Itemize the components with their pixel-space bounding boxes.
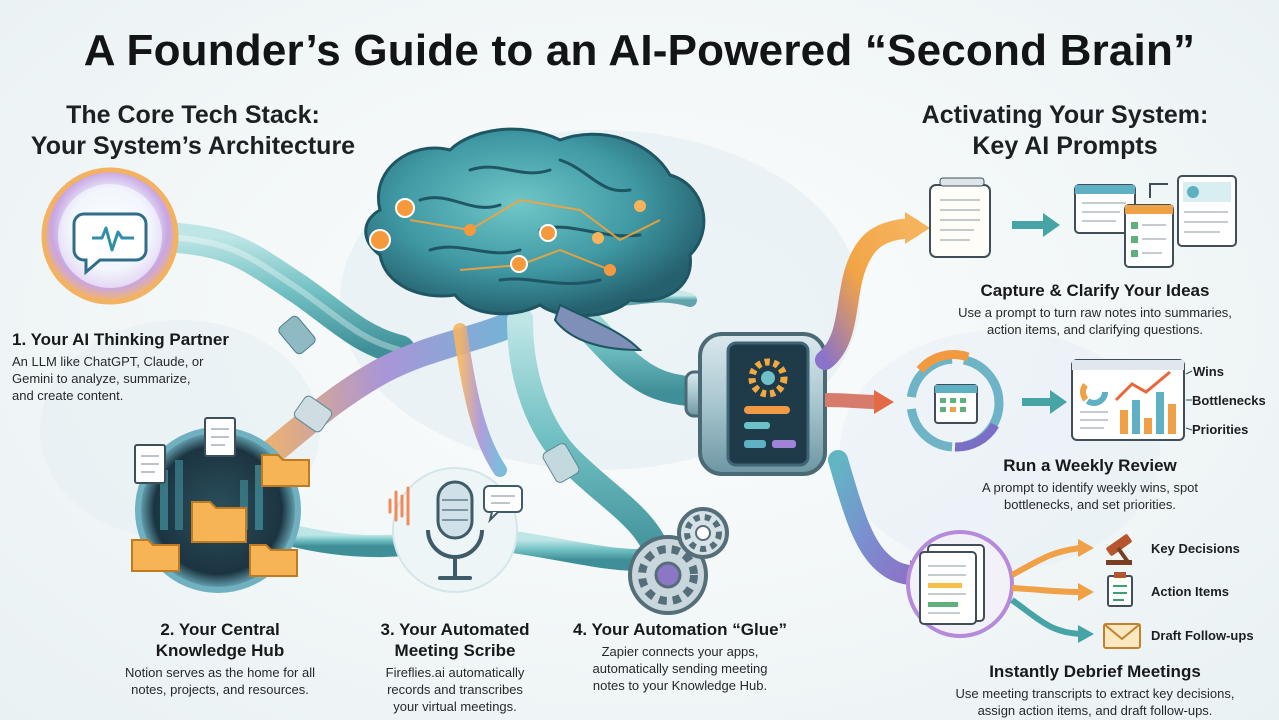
capture-clarify-ideas: Capture & Clarify Your Ideas Use a promp… — [925, 280, 1265, 338]
run-weekly-review: Run a Weekly Review A prompt to identify… — [940, 455, 1240, 513]
right-section-heading: Activating Your System: Key AI Prompts — [900, 100, 1230, 162]
desc-line: notes to your Knowledge Hub. — [592, 678, 768, 693]
desc-line: bottlenecks, and set priorities. — [1004, 497, 1176, 512]
clipboard-icon — [1107, 572, 1133, 607]
page-title: A Founder’s Guide to an AI-Powered “Seco… — [83, 26, 1196, 75]
item-title: 4. Your Automation “Glue” — [572, 620, 788, 639]
item-description: Fireflies.ai automatically records and t… — [355, 664, 555, 715]
title-line: Meeting Scribe — [394, 641, 516, 660]
instantly-debrief-meetings: Instantly Debrief Meetings Use meeting t… — [925, 661, 1265, 719]
left-heading-line1: The Core Tech Stack: — [66, 101, 320, 129]
title-line: Knowledge Hub — [155, 641, 285, 660]
left-heading-line2: Your System’s Architecture — [30, 132, 356, 160]
item-title: 3. Your Automated Meeting Scribe — [355, 619, 555, 661]
capture-notes-icon — [929, 177, 991, 258]
desc-line: A prompt to identify weekly wins, spot — [981, 480, 1199, 495]
label-action-items: Action Items — [1151, 584, 1230, 599]
envelope-icon — [1103, 623, 1141, 649]
automated-meeting-scribe: 3. Your Automated Meeting Scribe Firefli… — [355, 619, 555, 715]
knowledge-hub-graphic — [131, 417, 310, 593]
item-description: An LLM like ChatGPT, Claude, or Gemini t… — [12, 353, 272, 404]
desc-line: Zapier connects your apps, — [601, 644, 759, 659]
label-wins: Wins — [1193, 364, 1224, 379]
gavel-icon — [1106, 534, 1132, 565]
ai-thinking-partner: 1. Your AI Thinking Partner An LLM like … — [12, 329, 272, 404]
item-description: Notion serves as the home for all notes,… — [100, 664, 340, 698]
right-heading-line2: Key AI Prompts — [972, 132, 1158, 160]
item-title: Instantly Debrief Meetings — [989, 662, 1201, 681]
label-draft-follow-ups: Draft Follow-ups — [1151, 628, 1254, 643]
item-title: Run a Weekly Review — [1003, 456, 1177, 475]
capture-summary-icon — [1074, 175, 1237, 268]
desc-line: Use a prompt to turn raw notes into summ… — [958, 305, 1232, 320]
desc-line: An LLM like ChatGPT, Claude, or — [12, 354, 204, 369]
desc-line: Use meeting transcripts to extract key d… — [955, 686, 1235, 701]
central-device-graphic — [684, 332, 827, 476]
label-bottlenecks: Bottlenecks — [1192, 393, 1266, 408]
item-title: 1. Your AI Thinking Partner — [12, 330, 229, 349]
automation-glue: 4. Your Automation “Glue” Zapier connect… — [560, 619, 800, 694]
item-description: Use meeting transcripts to extract key d… — [925, 685, 1265, 719]
right-heading-line1: Activating Your System: — [921, 101, 1209, 129]
item-description: A prompt to identify weekly wins, spot b… — [940, 479, 1240, 513]
central-knowledge-hub: 2. Your Central Knowledge Hub Notion ser… — [100, 619, 340, 698]
item-description: Use a prompt to turn raw notes into summ… — [925, 304, 1265, 338]
desc-line: records and transcribes — [387, 682, 523, 697]
title-line: 2. Your Central — [160, 620, 280, 639]
microphone-graphic — [388, 467, 523, 593]
title-line: 3. Your Automated — [380, 620, 530, 639]
desc-line: notes, projects, and resources. — [131, 682, 309, 697]
desc-line: Notion serves as the home for all — [124, 665, 316, 680]
brain-graphic — [364, 127, 706, 352]
desc-line: assign action items, and draft follow-up… — [977, 703, 1213, 718]
desc-line: automatically sending meeting — [592, 661, 768, 676]
desc-line: action items, and clarifying questions. — [986, 322, 1204, 337]
left-section-heading: The Core Tech Stack: Your System’s Archi… — [28, 100, 358, 162]
gears-graphic — [628, 507, 729, 615]
label-key-decisions: Key Decisions — [1151, 541, 1240, 556]
item-title: Capture & Clarify Your Ideas — [980, 281, 1210, 300]
weekly-cycle-icon — [906, 350, 1004, 452]
label-priorities: Priorities — [1192, 422, 1249, 437]
item-description: Zapier connects your apps, automatically… — [560, 643, 800, 694]
desc-line: your virtual meetings. — [393, 699, 517, 714]
desc-line: Gemini to analyze, summarize, — [12, 371, 191, 386]
item-title: 2. Your Central Knowledge Hub — [100, 619, 340, 661]
desc-line: Fireflies.ai automatically — [385, 665, 525, 680]
desc-line: and create content. — [12, 388, 124, 403]
weekly-dashboard-icon — [1071, 359, 1193, 441]
transcript-icon — [906, 530, 1014, 638]
